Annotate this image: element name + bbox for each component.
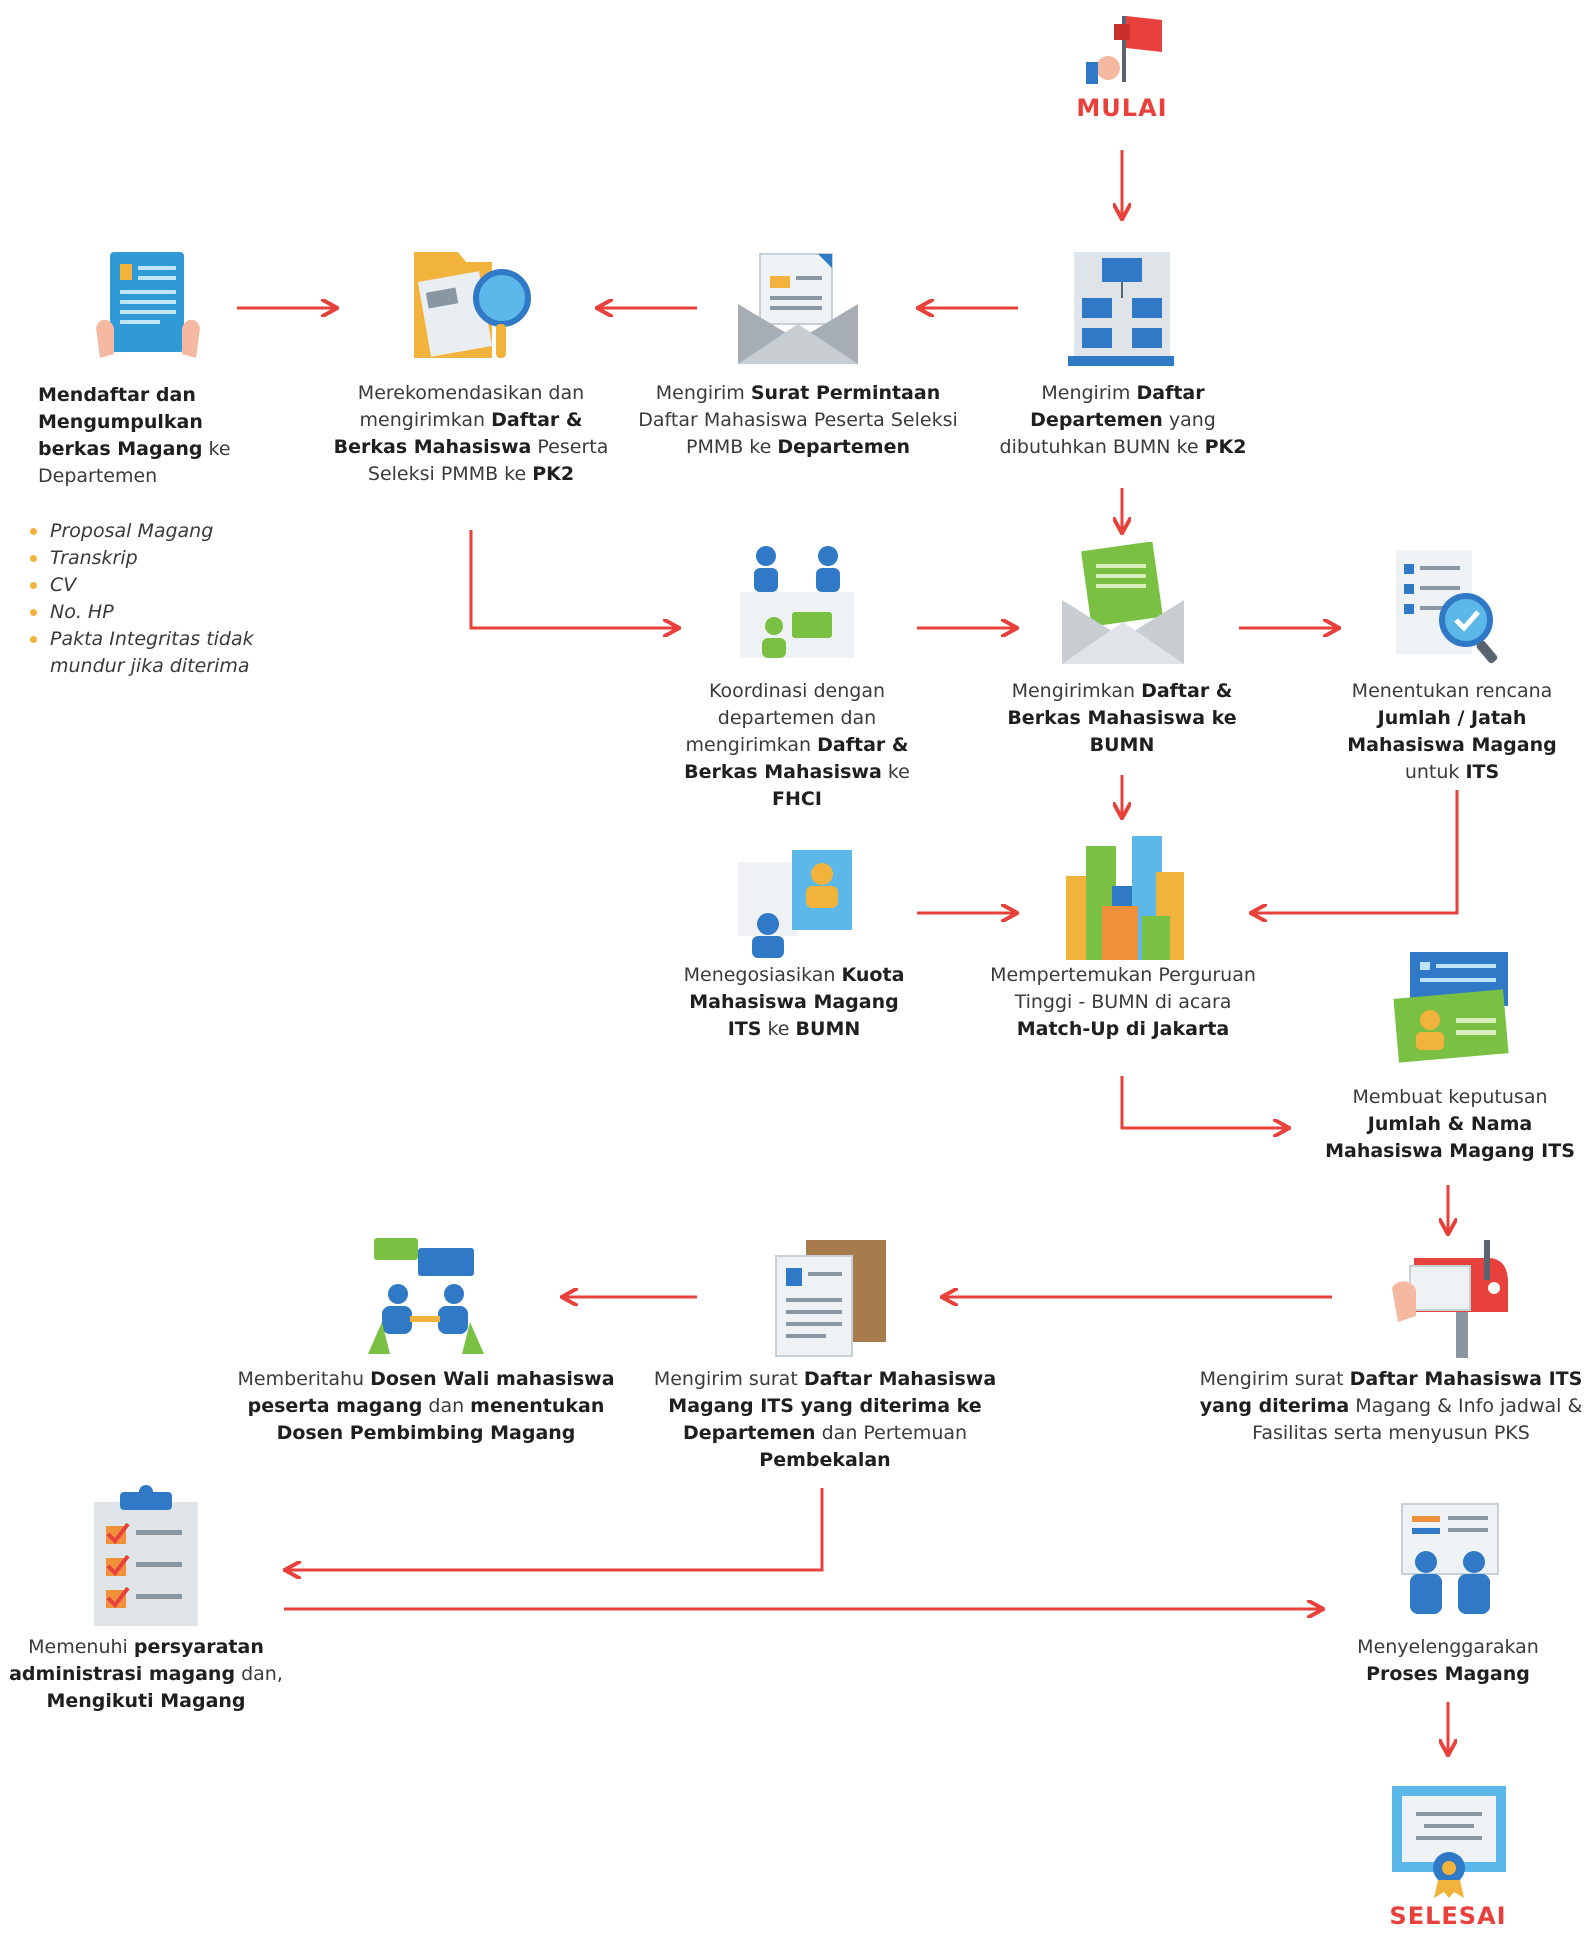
- step-1-label: Mendaftar dan Mengumpulkan berkas Magang…: [38, 384, 231, 487]
- checklist-clipboard-icon: [88, 1484, 204, 1630]
- step-9-label: Mempertemukan Perguruan Tinggi - BUMN di…: [990, 964, 1256, 1040]
- requirement-item: Proposal Magang: [26, 518, 286, 545]
- step-7-label: Menentukan rencana Jumlah / Jatah Mahasi…: [1347, 680, 1557, 783]
- id-cards-icon: [1390, 948, 1516, 1064]
- mailbox-icon: [1384, 1232, 1516, 1362]
- step-8-label: Menegosiasikan Kuota Mahasiswa Magang IT…: [683, 964, 905, 1040]
- meeting-chat-icon: [362, 1234, 490, 1360]
- coordination-people-icon: [734, 542, 860, 672]
- certificate-icon: [1388, 1782, 1510, 1900]
- negotiation-icon: [732, 846, 858, 962]
- arrow-s12-to-s14: [286, 1488, 824, 1570]
- clipboard-tablet-icon: [88, 248, 208, 368]
- step-3-label: Mengirim Surat Permintaan Daftar Mahasis…: [638, 382, 958, 458]
- step-10-label: Membuat keputusan Jumlah & Nama Mahasisw…: [1325, 1086, 1575, 1162]
- step-12-label: Mengirim surat Daftar Mahasiswa Magang I…: [653, 1368, 997, 1471]
- step-14-label: Memenuhi persyaratan administrasi magang…: [9, 1636, 283, 1712]
- folder-magnifier-icon: [408, 246, 538, 370]
- end-label: SELESAI: [1389, 1902, 1507, 1930]
- document-search-icon: [1388, 544, 1514, 668]
- step-15-label: Menyelenggarakan Proses Magang: [1357, 1636, 1539, 1685]
- arrow-s7-to-s9: [1252, 790, 1459, 913]
- step-2-label: Merekomendasikan dan mengirimkan Daftar …: [333, 382, 609, 485]
- requirement-item: Transkrip: [26, 545, 286, 572]
- start-label: MULAI: [1076, 94, 1168, 122]
- requirement-item: No. HP: [26, 599, 286, 626]
- requirement-item: Pakta Integritas tidak mundur jika diter…: [26, 626, 286, 680]
- org-chart-icon: [1062, 244, 1186, 370]
- step-13-label: Memberitahu Dosen Wali mahasiswa peserta…: [237, 1368, 615, 1444]
- documents-stack-icon: [762, 1236, 892, 1360]
- city-buildings-icon: [1058, 826, 1190, 962]
- presentation-board-icon: [1388, 1500, 1512, 1618]
- arrow-s9-to-s10: [1120, 1076, 1288, 1128]
- requirements-list: Proposal Magang Transkrip CV No. HP Pakt…: [26, 518, 286, 680]
- flag-hand-icon: [1078, 10, 1168, 90]
- envelope-document-icon: [1058, 541, 1188, 668]
- step-6-label: Mengirimkan Daftar & Berkas Mahasiswa ke…: [1007, 680, 1237, 756]
- step-5-label: Koordinasi dengan departemen dan mengiri…: [684, 680, 910, 810]
- requirement-item: CV: [26, 572, 286, 599]
- step-11-label: Mengirim surat Daftar Mahasiswa ITS yang…: [1199, 1368, 1583, 1444]
- arrow-s2-to-s5: [469, 530, 678, 628]
- envelope-letter-icon: [734, 248, 864, 368]
- step-4-label: Mengirim Daftar Departemen yang dibutuhk…: [999, 382, 1247, 458]
